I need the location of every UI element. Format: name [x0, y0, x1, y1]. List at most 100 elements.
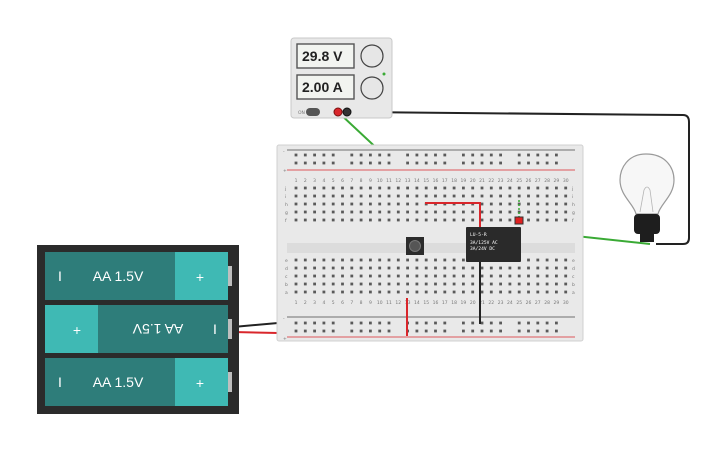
- breadboard-hole[interactable]: [517, 290, 521, 294]
- breadboard-hole[interactable]: [424, 186, 428, 190]
- breadboard-hole[interactable]: [406, 258, 409, 262]
- rail-hole[interactable]: [387, 161, 391, 165]
- breadboard-hole[interactable]: [462, 210, 465, 214]
- breadboard-hole[interactable]: [294, 218, 298, 222]
- breadboard-hole[interactable]: [303, 202, 307, 206]
- breadboard-hole[interactable]: [331, 290, 335, 294]
- breadboard-hole[interactable]: [424, 194, 428, 198]
- rail-hole[interactable]: [369, 321, 372, 325]
- breadboard-hole[interactable]: [527, 266, 530, 270]
- breadboard-hole[interactable]: [415, 274, 419, 278]
- breadboard-hole[interactable]: [313, 186, 316, 190]
- breadboard-hole[interactable]: [489, 218, 493, 222]
- breadboard-hole[interactable]: [536, 266, 540, 270]
- breadboard-hole[interactable]: [499, 282, 502, 286]
- rail-hole[interactable]: [313, 329, 316, 333]
- breadboard-hole[interactable]: [545, 282, 549, 286]
- breadboard-hole[interactable]: [508, 266, 512, 270]
- breadboard-hole[interactable]: [396, 202, 400, 206]
- breadboard-hole[interactable]: [294, 202, 298, 206]
- breadboard-hole[interactable]: [387, 290, 391, 294]
- rail-hole[interactable]: [303, 153, 307, 157]
- rail-hole[interactable]: [545, 161, 549, 165]
- rail-hole[interactable]: [424, 153, 428, 157]
- breadboard-hole[interactable]: [387, 218, 391, 222]
- rail-hole[interactable]: [322, 321, 326, 325]
- breadboard-hole[interactable]: [359, 266, 363, 270]
- breadboard-hole[interactable]: [424, 266, 428, 270]
- breadboard-hole[interactable]: [387, 202, 391, 206]
- breadboard-hole[interactable]: [294, 210, 298, 214]
- rail-hole[interactable]: [443, 329, 447, 333]
- breadboard-hole[interactable]: [480, 186, 484, 190]
- rail-hole[interactable]: [545, 321, 549, 325]
- breadboard-hole[interactable]: [359, 186, 363, 190]
- breadboard-hole[interactable]: [424, 258, 428, 262]
- rail-hole[interactable]: [303, 161, 307, 165]
- breadboard-hole[interactable]: [369, 186, 372, 190]
- push-button-icon[interactable]: [406, 237, 424, 255]
- breadboard-hole[interactable]: [406, 194, 409, 198]
- breadboard-hole[interactable]: [564, 186, 568, 190]
- rail-hole[interactable]: [499, 321, 502, 325]
- rail-hole[interactable]: [387, 321, 391, 325]
- jumper-red-top[interactable]: [425, 202, 481, 228]
- breadboard-hole[interactable]: [564, 266, 568, 270]
- rail-hole[interactable]: [489, 161, 493, 165]
- battery-cell[interactable]: +IAA 1.5V: [45, 305, 232, 353]
- rail-hole[interactable]: [517, 329, 521, 333]
- breadboard-hole[interactable]: [527, 194, 530, 198]
- breadboard-hole[interactable]: [378, 282, 382, 286]
- breadboard-hole[interactable]: [313, 266, 316, 270]
- breadboard-hole[interactable]: [424, 274, 428, 278]
- breadboard-hole[interactable]: [396, 258, 400, 262]
- breadboard-hole[interactable]: [313, 210, 316, 214]
- breadboard-hole[interactable]: [313, 282, 316, 286]
- breadboard-hole[interactable]: [331, 210, 335, 214]
- breadboard-hole[interactable]: [359, 202, 363, 206]
- breadboard-hole[interactable]: [527, 282, 530, 286]
- rail-hole[interactable]: [443, 161, 447, 165]
- wire-battery-red[interactable]: [232, 331, 279, 334]
- breadboard-hole[interactable]: [527, 210, 530, 214]
- breadboard-hole[interactable]: [462, 258, 465, 262]
- breadboard-hole[interactable]: [462, 194, 465, 198]
- breadboard-hole[interactable]: [545, 194, 549, 198]
- breadboard-hole[interactable]: [527, 202, 530, 206]
- rail-hole[interactable]: [536, 153, 540, 157]
- breadboard-hole[interactable]: [415, 202, 419, 206]
- rail-hole[interactable]: [471, 161, 475, 165]
- breadboard-hole[interactable]: [489, 194, 493, 198]
- breadboard-hole[interactable]: [406, 266, 409, 270]
- breadboard-hole[interactable]: [536, 210, 540, 214]
- breadboard-hole[interactable]: [322, 186, 326, 190]
- breadboard-hole[interactable]: [341, 202, 344, 206]
- breadboard-hole[interactable]: [536, 194, 540, 198]
- rail-hole[interactable]: [443, 153, 447, 157]
- rail-hole[interactable]: [462, 153, 465, 157]
- breadboard-hole[interactable]: [331, 186, 335, 190]
- rail-hole[interactable]: [331, 321, 335, 325]
- breadboard-hole[interactable]: [471, 186, 475, 190]
- rail-hole[interactable]: [350, 161, 354, 165]
- breadboard-hole[interactable]: [443, 290, 447, 294]
- power-switch[interactable]: [306, 108, 320, 116]
- breadboard-hole[interactable]: [443, 258, 447, 262]
- breadboard-hole[interactable]: [489, 274, 493, 278]
- breadboard-hole[interactable]: [331, 258, 335, 262]
- breadboard-hole[interactable]: [434, 218, 437, 222]
- rail-hole[interactable]: [536, 161, 540, 165]
- breadboard-hole[interactable]: [471, 274, 475, 278]
- breadboard-hole[interactable]: [294, 290, 298, 294]
- rail-hole[interactable]: [415, 153, 419, 157]
- breadboard-hole[interactable]: [294, 186, 298, 190]
- breadboard-hole[interactable]: [434, 210, 437, 214]
- breadboard-hole[interactable]: [294, 274, 298, 278]
- breadboard-hole[interactable]: [564, 194, 568, 198]
- rail-hole[interactable]: [369, 153, 372, 157]
- breadboard-hole[interactable]: [508, 218, 512, 222]
- rail-hole[interactable]: [369, 161, 372, 165]
- breadboard-hole[interactable]: [406, 186, 409, 190]
